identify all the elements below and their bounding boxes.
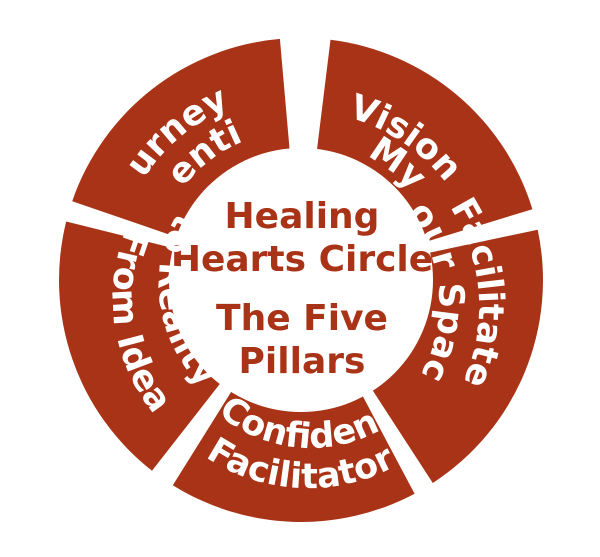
center-title: Healing Hearts Circle xyxy=(171,196,433,280)
center-subtitle: The Five Pillars xyxy=(216,298,388,382)
center-title-line2: Hearts Circle xyxy=(171,239,433,280)
center-subtitle-line1: The Five xyxy=(216,298,388,339)
segment-facilitate-your-space xyxy=(368,229,543,483)
pillar-segments xyxy=(59,38,543,522)
center-circle xyxy=(169,148,433,412)
segment-from-idea-to-reality xyxy=(59,221,225,471)
center-title-line1: Healing xyxy=(225,196,380,237)
segment-journey-identity xyxy=(72,38,291,240)
segment-confident-facilitator xyxy=(172,385,415,522)
center-subtitle-line2: Pillars xyxy=(239,341,366,382)
segment-my-vision xyxy=(316,39,533,244)
